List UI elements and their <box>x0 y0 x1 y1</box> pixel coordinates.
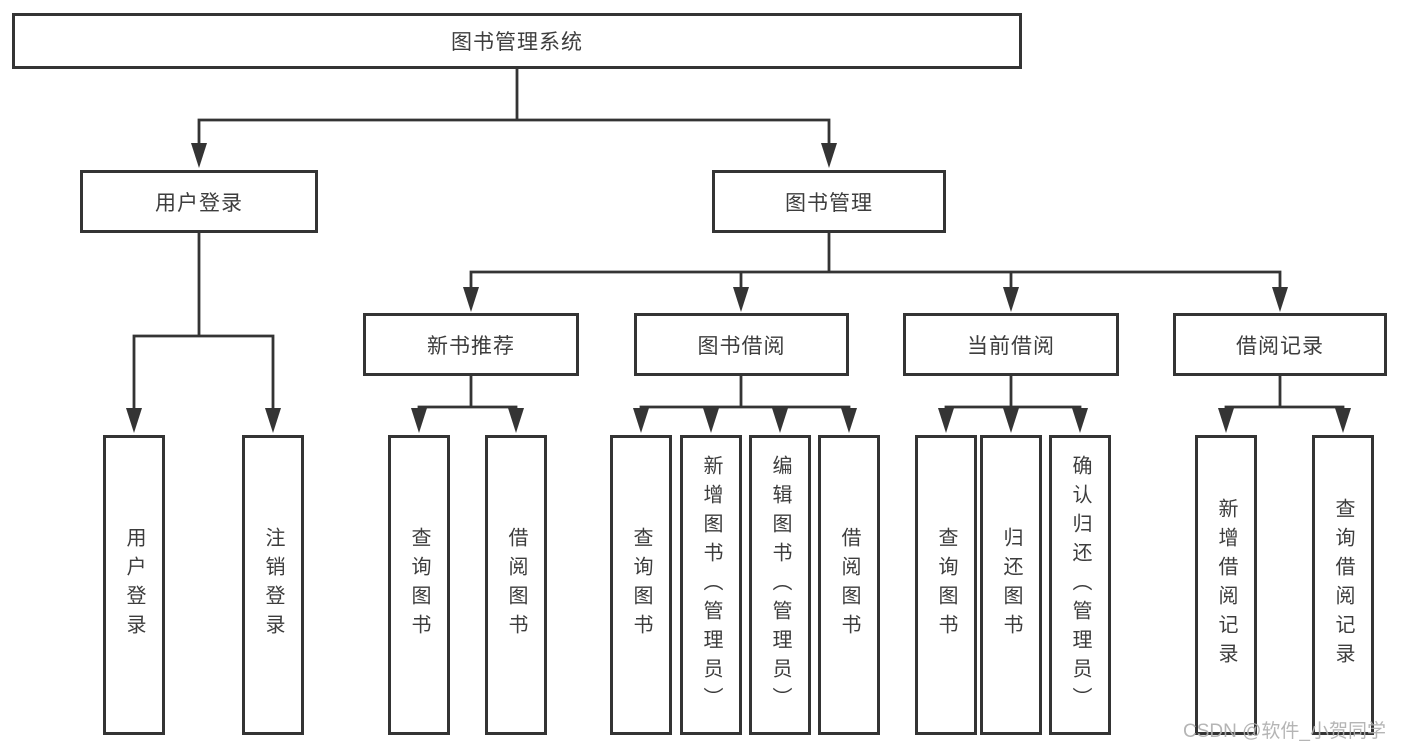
node-borrow-records: 借阅记录 <box>1173 313 1387 376</box>
node-user-login: 用户登录 <box>80 170 318 233</box>
node-label: 图书管理系统 <box>451 31 583 54</box>
node-label: 新增图书（管理员） <box>700 454 722 716</box>
leaf-current-query-books: 查询图书 <box>915 435 977 735</box>
node-label: 查询图书 <box>408 527 430 643</box>
arrowhead-icon <box>1072 408 1088 433</box>
node-label: 当前借阅 <box>967 334 1055 358</box>
node-book-borrowing: 图书借阅 <box>634 313 849 376</box>
arrowhead-icon <box>733 287 749 312</box>
leaf-records-query-borrow-record: 查询借阅记录 <box>1312 435 1374 735</box>
leaf-logout: 注销登录 <box>242 435 304 735</box>
node-label: 确认归还（管理员） <box>1069 454 1091 716</box>
node-library-management-system: 图书管理系统 <box>12 13 1022 69</box>
node-label: 借阅图书 <box>505 527 527 643</box>
node-new-book-recommendation: 新书推荐 <box>363 313 579 376</box>
node-label: 查询借阅记录 <box>1332 498 1354 672</box>
leaf-newbook-query-books: 查询图书 <box>388 435 450 735</box>
arrowhead-icon <box>633 408 649 433</box>
arrowhead-icon <box>463 287 479 312</box>
arrowhead-icon <box>191 143 207 168</box>
arrowhead-icon <box>1218 408 1234 433</box>
arrowhead-icon <box>772 408 788 433</box>
arrowhead-icon <box>411 408 427 433</box>
node-book-management: 图书管理 <box>712 170 946 233</box>
csdn-watermark: CSDN @软件_小贺同学 <box>1183 721 1386 742</box>
node-label: 用户登录 <box>123 527 145 643</box>
node-current-borrowing: 当前借阅 <box>903 313 1119 376</box>
arrowhead-icon <box>938 408 954 433</box>
arrowhead-icon <box>1335 408 1351 433</box>
leaf-borrowing-edit-books-admin: 编辑图书（管理员） <box>749 435 811 735</box>
arrowhead-icon <box>1003 287 1019 312</box>
leaf-user-login: 用户登录 <box>103 435 165 735</box>
node-label: 用户登录 <box>155 191 243 215</box>
node-label: 查询图书 <box>630 527 652 643</box>
leaf-current-return-books: 归还图书 <box>980 435 1042 735</box>
node-label: 新增借阅记录 <box>1215 498 1237 672</box>
arrowhead-icon <box>265 408 281 433</box>
node-label: 借阅图书 <box>838 527 860 643</box>
leaf-borrowing-borrow-books: 借阅图书 <box>818 435 880 735</box>
leaf-borrowing-add-books-admin: 新增图书（管理员） <box>680 435 742 735</box>
node-label: 注销登录 <box>262 527 284 643</box>
arrowhead-icon <box>508 408 524 433</box>
leaf-current-confirm-return-admin: 确认归还（管理员） <box>1049 435 1111 735</box>
node-label: 查询图书 <box>935 527 957 643</box>
arrowhead-icon <box>821 143 837 168</box>
arrowhead-icon <box>703 408 719 433</box>
arrowhead-icon <box>126 408 142 433</box>
arrowhead-icon <box>1272 287 1288 312</box>
leaf-borrowing-query-books: 查询图书 <box>610 435 672 735</box>
arrowheads <box>126 143 1351 433</box>
leaf-records-add-borrow-record: 新增借阅记录 <box>1195 435 1257 735</box>
leaf-newbook-borrow-books: 借阅图书 <box>485 435 547 735</box>
arrowhead-icon <box>1003 408 1019 433</box>
node-label: 编辑图书（管理员） <box>769 454 791 716</box>
node-label: 借阅记录 <box>1236 334 1324 358</box>
node-label: 新书推荐 <box>427 334 515 358</box>
arrowhead-icon <box>841 408 857 433</box>
node-label: 图书管理 <box>785 191 873 215</box>
node-label: 归还图书 <box>1000 527 1022 643</box>
node-label: 图书借阅 <box>697 334 786 358</box>
